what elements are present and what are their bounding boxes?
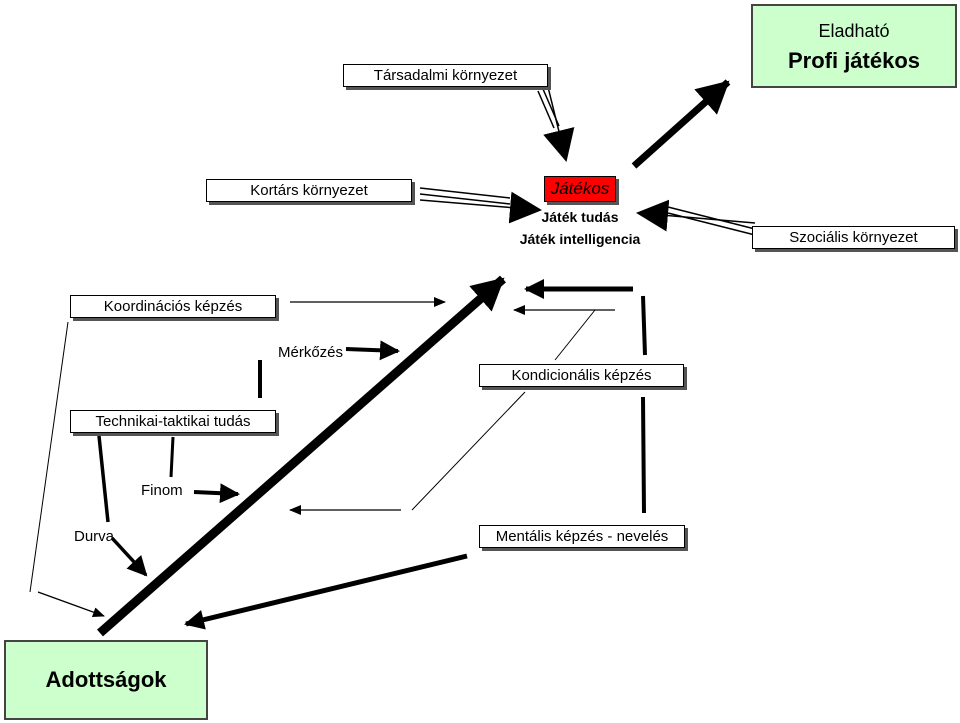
line-diagonal-thin-lower	[411, 391, 526, 511]
merkozes-label: Mérkőzés	[278, 344, 344, 361]
jatekos-node: Játékos Játék tudás Játék intelligencia	[505, 176, 655, 250]
szocialis-kornyezet-label: Szociális környezet	[789, 229, 918, 246]
line-mentalis-vertical	[641, 396, 646, 514]
line-kondicionalis-vertical-top	[641, 295, 647, 356]
arrow-kortars-to-jatekos	[419, 187, 542, 224]
mentalis-kepzes-box: Mentális képzés - nevelés	[479, 525, 685, 548]
technikai-taktikai-tudas-box: Technikai-taktikai tudás	[70, 410, 276, 433]
technikai-taktikai-tudas-label: Technikai-taktikai tudás	[95, 413, 251, 430]
line-durva-vertical	[97, 435, 110, 523]
kortars-kornyezet-box: Kortárs környezet	[206, 179, 412, 202]
arrow-jatekos-to-profi	[631, 79, 731, 169]
mentalis-kepzes-label: Mentális képzés - nevelés	[495, 528, 669, 545]
tarsadalmi-kornyezet-box: Társadalmi környezet	[343, 64, 548, 87]
durva-label: Durva	[74, 528, 115, 545]
kondicionalis-kepzes-box: Kondicionális képzés	[479, 364, 684, 387]
profi-jatekos-label: Profi játékos	[787, 48, 921, 73]
arrow-durva	[110, 536, 148, 577]
profi-jatekos-box: Eladható Profi játékos	[751, 4, 957, 88]
szocialis-kornyezet-box: Szociális környezet	[752, 226, 955, 249]
finom-label: Finom	[141, 482, 183, 499]
jatekos-box: Játékos	[543, 176, 617, 202]
tarsadalmi-kornyezet-label: Társadalmi környezet	[373, 67, 518, 84]
jatek-intelligencia-label: Játék intelligencia	[519, 231, 641, 247]
kondicionalis-kepzes-label: Kondicionális képzés	[511, 367, 652, 384]
line-left-loop-vertical	[29, 321, 69, 593]
kortars-kornyezet-label: Kortárs környezet	[250, 182, 368, 199]
arrow-tarsadalmi-to-jatekos	[537, 86, 575, 162]
jatek-tudas-label: Játék tudás	[541, 209, 619, 225]
arrow-left-loop	[37, 591, 105, 617]
adottsagok-box: Adottságok	[4, 640, 208, 720]
koordinacios-kepzes-label: Koordinációs képzés	[103, 298, 243, 315]
line-diagonal-thin-upper	[554, 309, 596, 361]
line-finom-vertical	[169, 436, 175, 478]
arrow-adottsagok-to-jatekos	[97, 275, 506, 637]
eladhato-label: Eladható	[818, 21, 890, 41]
adottsagok-label: Adottságok	[45, 667, 167, 692]
arrow-mentalis-to-adottsagok	[184, 553, 468, 630]
koordinacios-kepzes-box: Koordinációs képzés	[70, 295, 276, 318]
arrow-merkozes	[345, 340, 400, 361]
arrow-szocialis-to-jatekos	[636, 199, 756, 236]
arrow-finom	[193, 483, 240, 504]
